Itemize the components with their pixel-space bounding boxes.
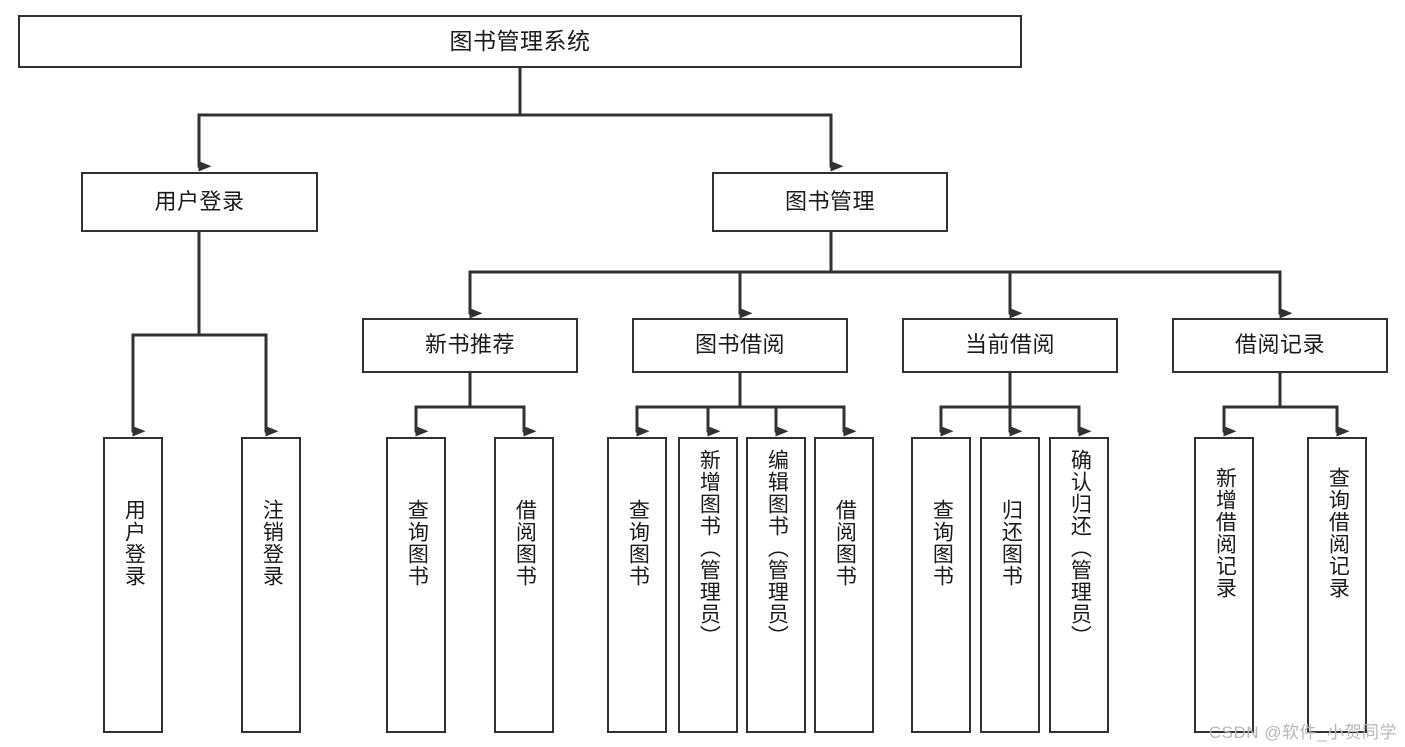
leaf-query-book-recommend[interactable]: 查询图书 bbox=[386, 437, 446, 733]
node-label: 图书管理系统 bbox=[449, 27, 591, 54]
node-new-book-recommend[interactable]: 新书推荐 bbox=[362, 318, 578, 373]
node-user-login[interactable]: 用户登录 bbox=[81, 172, 318, 232]
leaf-query-borrow-record[interactable]: 查询借阅记录 bbox=[1307, 437, 1367, 733]
node-label: 查询借阅记录 bbox=[1326, 467, 1350, 599]
leaf-edit-book-admin[interactable]: 编辑图书（管理员） bbox=[746, 437, 806, 733]
node-label: 用户登录 bbox=[122, 499, 146, 587]
node-label: 查询图书 bbox=[405, 499, 429, 587]
leaf-return-book[interactable]: 归还图书 bbox=[980, 437, 1040, 733]
leaf-add-borrow-record[interactable]: 新增借阅记录 bbox=[1194, 437, 1254, 733]
leaf-confirm-return-admin[interactable]: 确认归还（管理员） bbox=[1049, 437, 1109, 733]
node-label: 归还图书 bbox=[999, 499, 1023, 587]
node-label: 编辑图书（管理员） bbox=[765, 449, 789, 647]
node-label: 借阅记录 bbox=[1234, 332, 1325, 358]
leaf-query-book-borrow[interactable]: 查询图书 bbox=[607, 437, 667, 733]
leaf-borrow-book-borrow[interactable]: 借阅图书 bbox=[814, 437, 874, 733]
leaf-add-book-admin[interactable]: 新增图书（管理员） bbox=[678, 437, 738, 733]
node-label: 查询图书 bbox=[930, 499, 954, 587]
node-label: 查询图书 bbox=[626, 499, 650, 587]
leaf-query-book-current[interactable]: 查询图书 bbox=[911, 437, 971, 733]
node-label: 新增借阅记录 bbox=[1213, 467, 1237, 599]
csdn-watermark: CSDN @软件_小贺同学 bbox=[1208, 723, 1397, 742]
node-book-borrow[interactable]: 图书借阅 bbox=[632, 318, 848, 373]
node-label: 当前借阅 bbox=[964, 332, 1055, 358]
leaf-logout-login[interactable]: 注销登录 bbox=[241, 437, 301, 733]
node-label: 用户登录 bbox=[154, 188, 245, 214]
node-borrow-record[interactable]: 借阅记录 bbox=[1172, 318, 1388, 373]
node-current-borrow[interactable]: 当前借阅 bbox=[902, 318, 1118, 373]
node-label: 借阅图书 bbox=[513, 499, 537, 587]
node-label: 图书管理 bbox=[784, 188, 875, 214]
node-label: 新增图书（管理员） bbox=[697, 449, 721, 647]
node-label: 图书借阅 bbox=[694, 332, 785, 358]
node-label: 借阅图书 bbox=[833, 499, 857, 587]
node-root-book-management-system[interactable]: 图书管理系统 bbox=[18, 15, 1022, 68]
node-label: 新书推荐 bbox=[424, 332, 515, 358]
node-label: 注销登录 bbox=[260, 499, 284, 587]
leaf-borrow-book-recommend[interactable]: 借阅图书 bbox=[494, 437, 554, 733]
node-book-management[interactable]: 图书管理 bbox=[712, 172, 948, 232]
leaf-user-login[interactable]: 用户登录 bbox=[103, 437, 163, 733]
node-label: 确认归还（管理员） bbox=[1068, 449, 1092, 647]
